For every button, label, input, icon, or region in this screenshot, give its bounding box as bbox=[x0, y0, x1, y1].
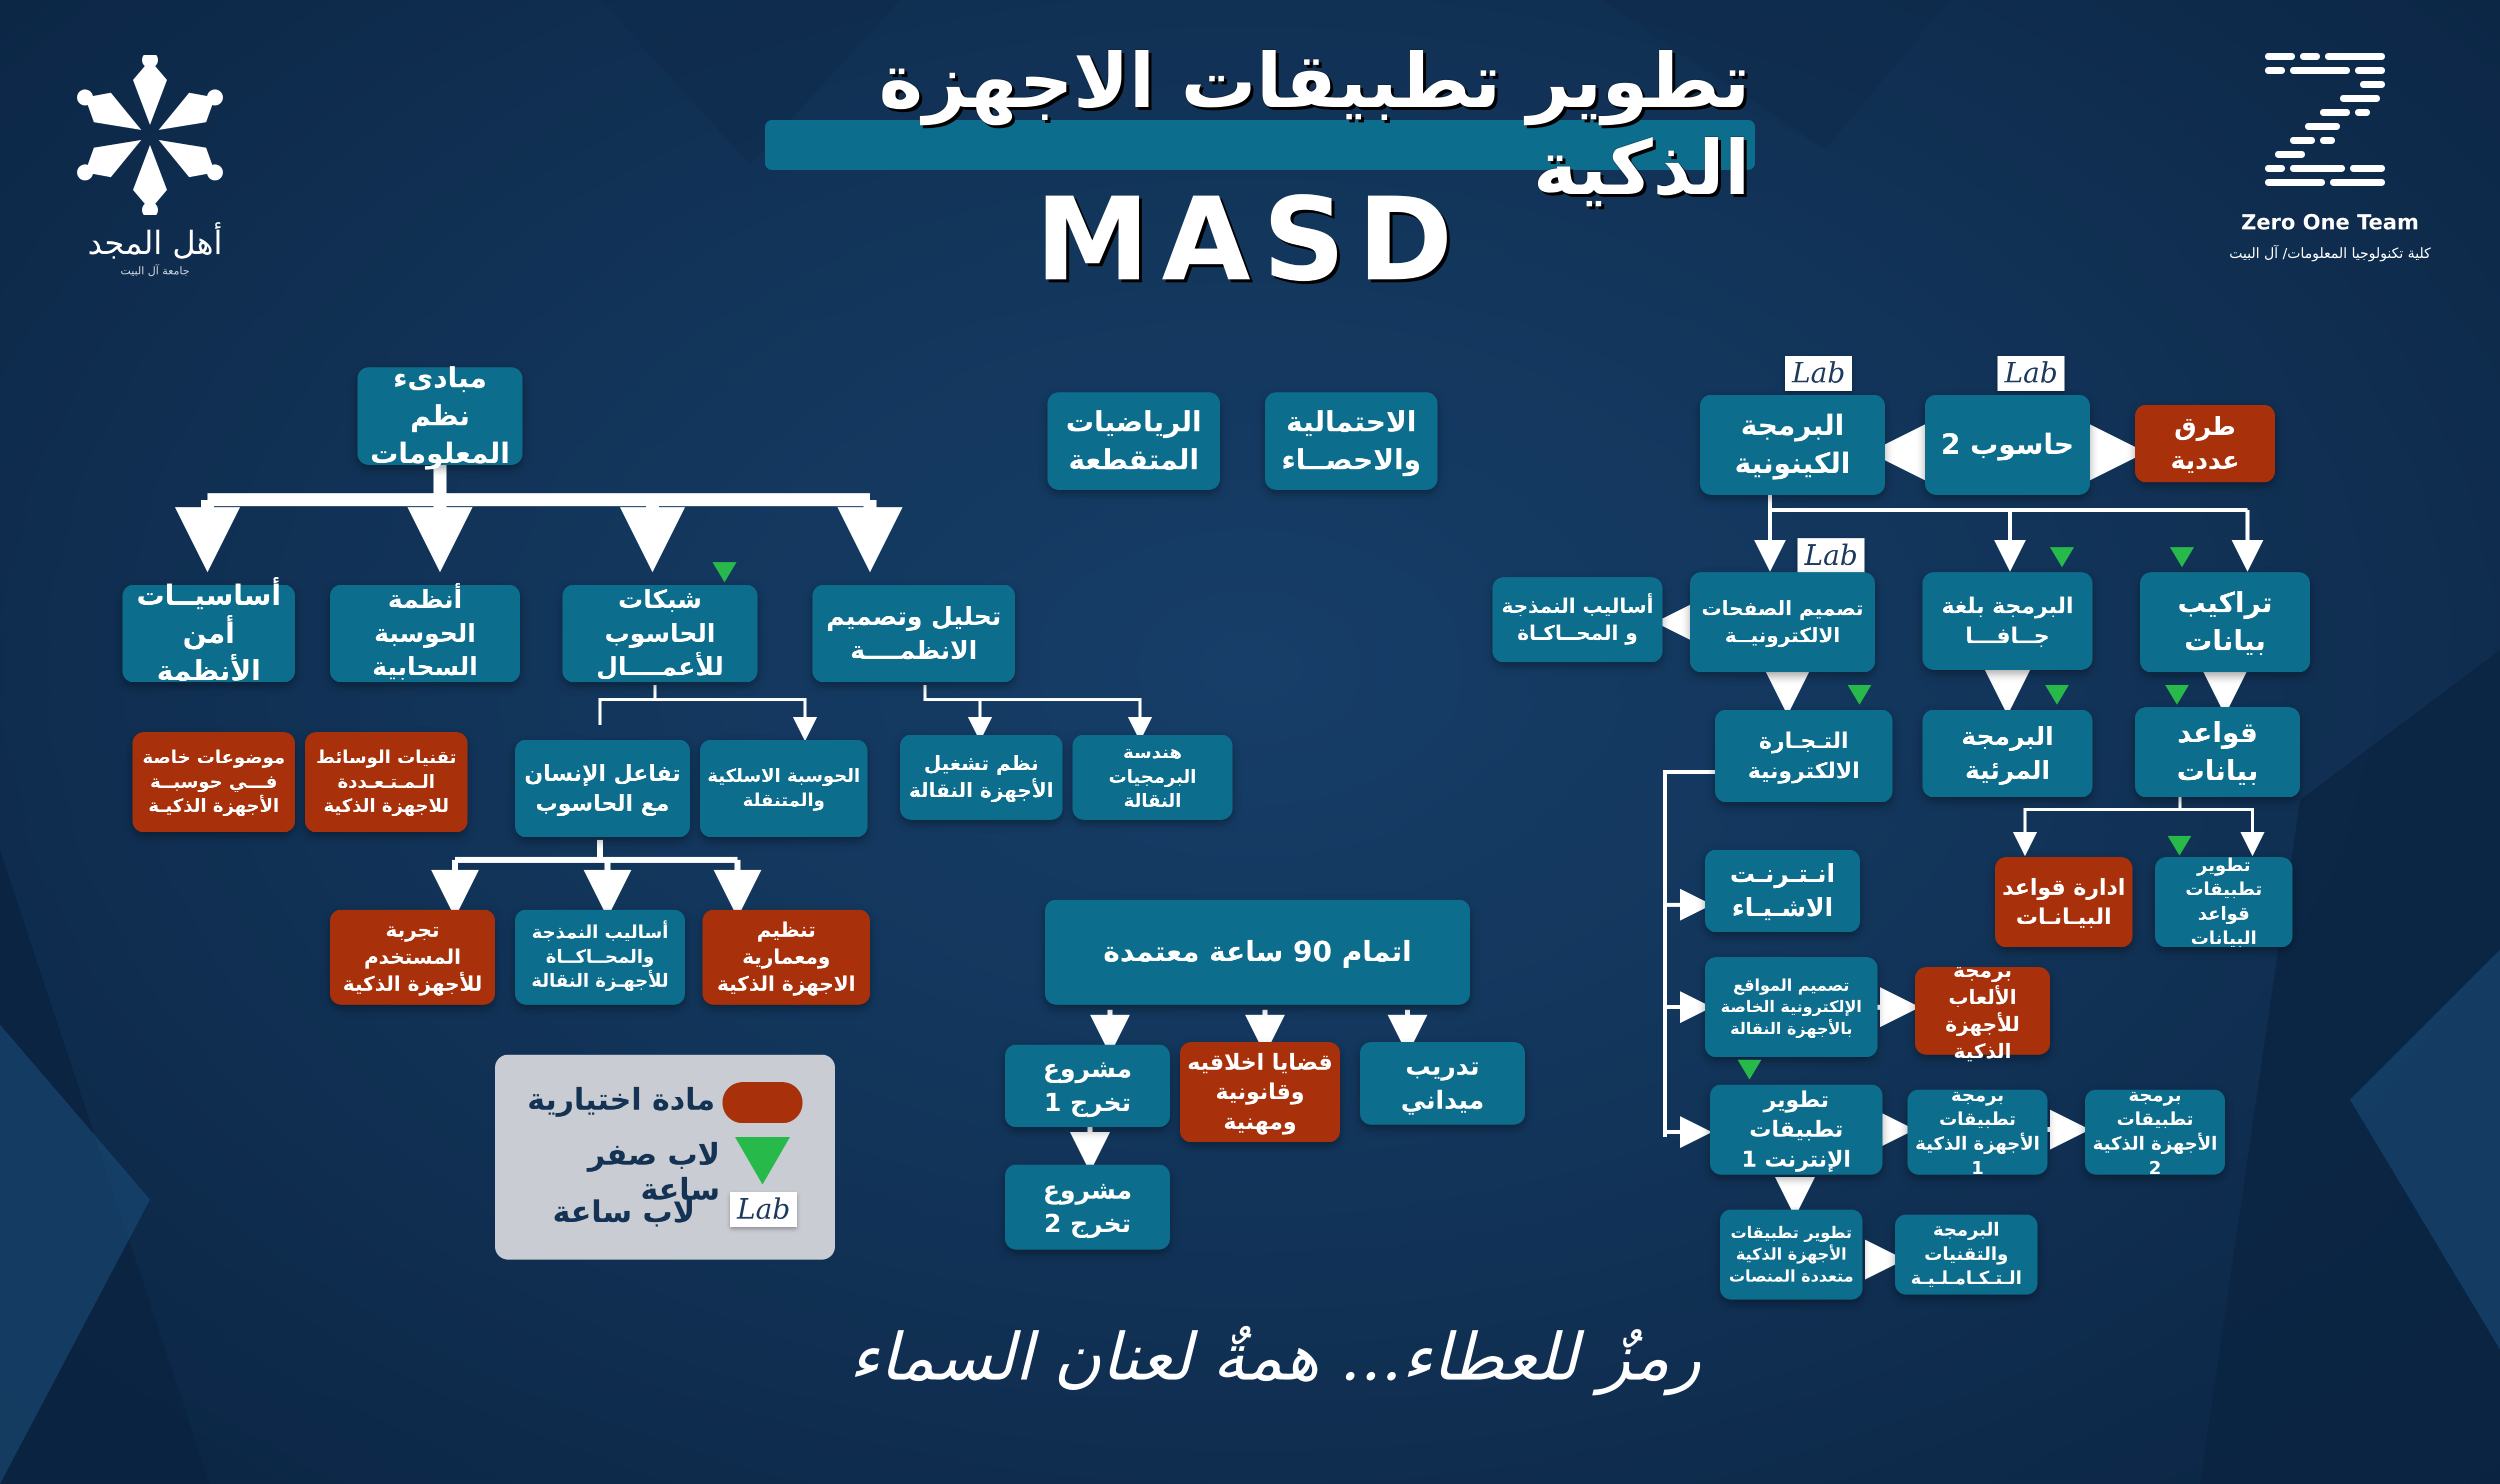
course-oop[interactable]: البرمجة الكينونية bbox=[1700, 395, 1885, 495]
course-db-apps[interactable]: تطوير تطبيقات قواعد البيانات bbox=[2155, 855, 2292, 949]
course-training[interactable]: تدريب ميداني bbox=[1360, 1042, 1525, 1125]
legend-elective-swatch bbox=[722, 1082, 802, 1123]
lab-zero-marker-visual bbox=[2045, 685, 2069, 705]
course-db-admin[interactable]: ادارة قواعد البيـانـات bbox=[1995, 857, 2132, 947]
course-modeling-mobile[interactable]: أساليب النمذجة والمحــاكــاة للأجهـزة ال… bbox=[515, 910, 685, 1005]
course-mobile-os[interactable]: نظم تشغيل الأجهزة النقالة bbox=[900, 735, 1062, 820]
course-computer2[interactable]: حاسوب 2 bbox=[1925, 395, 2090, 495]
legend-lab-zero-marker bbox=[735, 1137, 790, 1185]
course-databases[interactable]: قواعد بيانات bbox=[2135, 707, 2300, 797]
course-analysis[interactable]: تحليل وتصميم الانظمــــة bbox=[812, 585, 1015, 682]
course-modeling[interactable]: أساليب النمذجة و المحــاكـاة bbox=[1492, 577, 1662, 662]
title-band bbox=[765, 120, 1755, 170]
left-logo-name: أهل المجد bbox=[88, 225, 222, 262]
course-ecommerce[interactable]: التـجـارة الالكترونية bbox=[1715, 710, 1892, 802]
course-data-structures[interactable]: تراكيب بيانات bbox=[2140, 572, 2310, 672]
course-discrete-math[interactable]: الرياضيات المتقطعة bbox=[1048, 392, 1220, 490]
course-ux[interactable]: تجربة المستخدم للأجهزة الذكية bbox=[330, 910, 495, 1005]
lab-zero-marker-ds bbox=[2170, 547, 2194, 567]
course-visual[interactable]: البرمجة المرئية bbox=[1922, 710, 2092, 797]
course-cloud[interactable]: أنظمة الحوسبة السحابية bbox=[330, 585, 520, 682]
right-logo-subtitle: كلية تكنولوجيا المعلومات/ آل البيت bbox=[2229, 245, 2431, 261]
lab-badge-computer2: Lab bbox=[1998, 356, 2065, 391]
lab-zero-marker-java bbox=[2050, 547, 2074, 567]
course-completion-90[interactable]: اتمام 90 ساعة معتمدة bbox=[1045, 900, 1470, 1005]
course-special-topics[interactable]: موضوعات خاصة فـــي حوسبــة الأجهزة الذكي… bbox=[132, 732, 295, 832]
course-architecture[interactable]: تنظيم ومعمارية الاجهزة الذكية bbox=[702, 910, 870, 1005]
course-multimedia[interactable]: تقنيات الوسائط الـمـتـعـددة للاجهزة الذك… bbox=[305, 732, 468, 832]
legend-elective-label: مادة اختيارية bbox=[527, 1082, 715, 1117]
right-logo-name: Zero One Team bbox=[2241, 210, 2419, 234]
course-hci[interactable]: تفاعل الإنسان مع الحاسوب bbox=[515, 740, 690, 837]
course-wireless[interactable]: الحوسبة الاسلكية والمتنقلة bbox=[700, 740, 868, 837]
course-mobile-websites[interactable]: تصميم المواقع الإلكترونية الخاصة بالأجهز… bbox=[1705, 957, 1878, 1057]
course-ethics[interactable]: قضايا اخلاقيه وقانونية ومهنية bbox=[1180, 1042, 1340, 1142]
course-statistics[interactable]: الاحتمالية والاحصــاء bbox=[1265, 392, 1438, 490]
slogan: رمزٌ للعطاء... همةٌ لعنان السماء bbox=[849, 1319, 1701, 1395]
course-web-design[interactable]: تصميم الصفحات الالكترونيــة bbox=[1690, 572, 1875, 672]
course-mabadi[interactable]: مبادىء نظم المعلومات bbox=[358, 362, 522, 470]
program-code: MASD bbox=[1035, 173, 1465, 307]
course-networks[interactable]: شبكات الحاسوب للأعمــــال bbox=[562, 585, 758, 682]
course-smart-apps1[interactable]: برمجة تطبيقات الأجهزة الذكية 1 bbox=[1908, 1085, 2048, 1179]
course-java[interactable]: البرمجة بلغة جــافـــا bbox=[1922, 572, 2092, 670]
lab-zero-marker-internet-apps bbox=[1738, 1060, 1762, 1080]
course-mobile-se[interactable]: هندسة البرمجيات النقالة bbox=[1072, 735, 1232, 820]
legend-lab-hour-label: لاب ساعة bbox=[552, 1195, 695, 1230]
lab-zero-marker-ecommerce bbox=[1848, 685, 1872, 705]
course-multiplatform[interactable]: تطوير تطبيقات الأجهزة الذكية متعددة المن… bbox=[1720, 1210, 1862, 1300]
course-integrative[interactable]: البرمجة والتقنيات الـتـكـامـلـيـة bbox=[1895, 1215, 2038, 1295]
course-smart-apps2[interactable]: برمجة تطبيقات الأجهزة الذكية 2 bbox=[2085, 1085, 2225, 1179]
course-project1[interactable]: مشروع تخرج 1 bbox=[1005, 1045, 1170, 1127]
legend-lab-zero-label: لاب صفر ساعة bbox=[588, 1137, 720, 1207]
course-iot[interactable]: انـتـرنـت الاشـيـاء bbox=[1705, 850, 1860, 932]
lab-badge-oop: Lab bbox=[1785, 356, 1852, 391]
course-numerical[interactable]: طرق عددية bbox=[2135, 405, 2275, 482]
course-internet-apps[interactable]: تطوير تطبيقات الإنترنت 1 bbox=[1710, 1085, 1882, 1175]
lab-zero-marker-db-apps bbox=[2168, 836, 2192, 856]
lab-zero-marker-databases bbox=[2165, 685, 2189, 705]
left-logo-subtitle: جامعة آل البيت bbox=[120, 265, 190, 277]
course-project2[interactable]: مشروع تخرج 2 bbox=[1005, 1165, 1170, 1250]
course-games[interactable]: برمجة الألعاب للأجهزة الذكية bbox=[1915, 959, 2050, 1063]
page-title: تطوير تطبيقات الاجهزة الذكية bbox=[878, 38, 1750, 212]
legend-lab-icon: Lab bbox=[730, 1192, 798, 1227]
lab-badge-web-design: Lab bbox=[1798, 538, 1865, 573]
lab-zero-marker bbox=[712, 562, 736, 582]
course-security-basics[interactable]: أساسيــات أمن الأنظمة bbox=[122, 579, 295, 687]
